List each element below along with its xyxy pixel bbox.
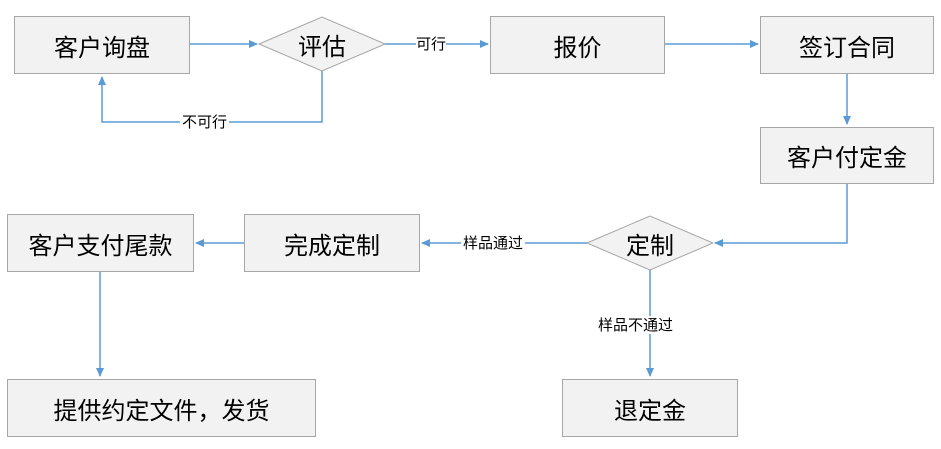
edge-label-feasible: 可行 <box>416 35 447 53</box>
edge-label-sample-fail: 样品不通过 <box>596 316 676 334</box>
customize-decision-label: 定制 <box>626 231 674 260</box>
node-customer-final-payment: 客户支付尾款 <box>7 214 194 272</box>
arrow-deposit-to-customize <box>714 183 848 247</box>
node-quote: 报价 <box>490 16 665 74</box>
node-refund-deposit: 退定金 <box>562 379 738 437</box>
node-deliver-documents-ship: 提供约定文件，发货 <box>7 379 316 437</box>
edge-label-not-feasible: 不可行 <box>180 113 230 131</box>
node-complete-customization: 完成定制 <box>244 214 420 272</box>
node-customer-inquiry: 客户询盘 <box>14 16 190 74</box>
customize-decision-diamond <box>585 215 715 271</box>
evaluate-decision-label: 评估 <box>298 32 346 61</box>
node-sign-contract: 签订合同 <box>760 16 934 74</box>
node-customer-deposit: 客户付定金 <box>760 127 934 184</box>
edge-label-sample-pass: 样品通过 <box>461 234 526 252</box>
